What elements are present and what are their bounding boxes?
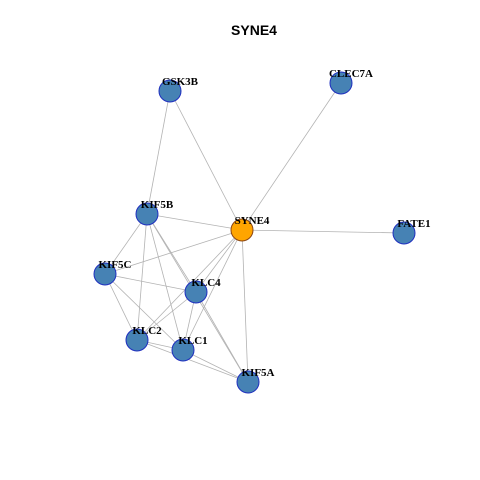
edge-klc2-kif5a <box>136 339 249 383</box>
node-gsk3b[interactable] <box>158 79 182 103</box>
node-kif5c[interactable] <box>93 262 117 286</box>
edge-klc1-syne4 <box>182 229 243 351</box>
edge-klc4-syne4 <box>195 229 243 293</box>
node-klc1[interactable] <box>171 338 195 362</box>
nodes-layer <box>93 71 416 394</box>
graph-title: SYNE4 <box>231 22 277 38</box>
node-klc4[interactable] <box>184 280 208 304</box>
node-label-kif5c: KIF5C <box>99 259 132 271</box>
node-label-kif5b: KIF5B <box>141 199 174 211</box>
edge-gsk3b-kif5b <box>146 90 171 215</box>
edge-kif5c-klc1 <box>104 273 184 351</box>
node-label-klc1: KLC1 <box>178 335 207 347</box>
node-clec7a[interactable] <box>329 71 353 95</box>
edge-gsk3b-syne4 <box>169 90 243 231</box>
edge-fate1-syne4 <box>241 229 405 234</box>
edge-kif5b-kif5c <box>104 213 148 275</box>
edge-klc1-kif5a <box>182 349 249 383</box>
node-label-kif5a: KIF5A <box>242 367 275 379</box>
node-kif5a[interactable] <box>236 370 260 394</box>
edges-layer <box>104 82 405 383</box>
node-label-clec7a: CLEC7A <box>329 68 373 80</box>
node-label-klc4: KLC4 <box>191 277 221 289</box>
node-label-fate1: FATE1 <box>397 218 430 230</box>
edge-clec7a-syne4 <box>241 82 342 231</box>
edge-kif5b-klc2 <box>136 213 148 341</box>
node-syne4[interactable] <box>230 218 254 242</box>
node-klc2[interactable] <box>125 328 149 352</box>
node-label-klc2: KLC2 <box>132 325 162 337</box>
edge-kif5c-syne4 <box>104 229 243 275</box>
node-label-gsk3b: GSK3B <box>162 76 199 88</box>
edge-kif5c-klc2 <box>104 273 138 341</box>
node-kif5b[interactable] <box>135 202 159 226</box>
edge-kif5a-syne4 <box>241 229 249 383</box>
edge-klc4-klc2 <box>136 291 197 341</box>
node-label-syne4: SYNE4 <box>235 215 270 227</box>
edge-kif5b-syne4 <box>146 213 243 231</box>
edge-klc4-kif5a <box>195 291 249 383</box>
edge-kif5c-klc4 <box>104 273 197 293</box>
edge-kif5b-klc1 <box>146 213 184 351</box>
node-fate1[interactable] <box>392 221 416 245</box>
